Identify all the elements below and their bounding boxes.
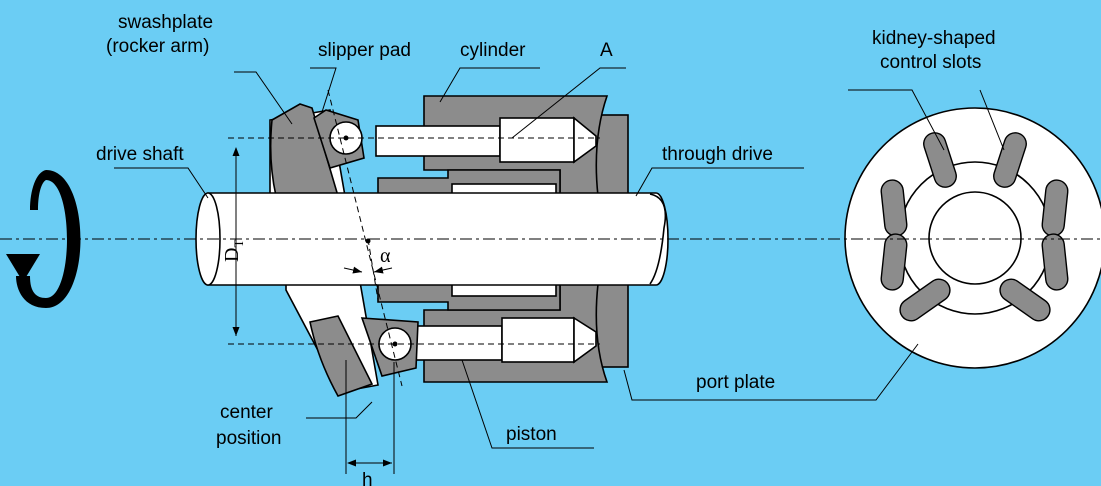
port-plate-front-view: [844, 107, 1101, 369]
leader-center-position: [306, 401, 373, 419]
label-drive-shaft: drive shaft: [96, 144, 184, 165]
piston-top-rod: [375, 125, 501, 157]
kidney-slot: [993, 132, 1027, 188]
ball-center-top: [343, 135, 349, 141]
label-position: position: [216, 428, 282, 449]
kidney-slots: [880, 132, 1069, 322]
ball-center-bottom: [392, 341, 398, 347]
leader-slipper-pad: [310, 67, 337, 113]
leader-port-plate: [623, 343, 919, 401]
leader-swashplate: [234, 71, 293, 125]
angle-vertex: [365, 238, 371, 244]
dashline-swash-axis: [327, 89, 403, 387]
leader-drive-shaft: [114, 167, 209, 199]
leader-kidney-left: [848, 89, 945, 151]
rotation-arrow-tail: [30, 170, 46, 210]
label-center: center: [220, 402, 273, 423]
diameter-label: DT: [221, 240, 246, 262]
stroke-label: h: [362, 470, 373, 486]
kidney-slot: [880, 233, 908, 291]
angle-label: α: [380, 245, 391, 267]
leader-cylinder: [439, 67, 540, 103]
kidney-slot: [999, 278, 1051, 322]
rotation-arrow-head: [6, 254, 40, 282]
rotation-arrow-icon: [6, 170, 81, 308]
label-piston: piston: [506, 424, 557, 445]
piston-top: [313, 109, 597, 169]
label-swashplate: swashplate: [118, 12, 213, 33]
leader-piston: [461, 359, 594, 449]
rotation-arrow-body: [16, 170, 81, 308]
diameter-dimension: DT: [221, 147, 246, 336]
stroke-dimension: h: [345, 360, 395, 486]
angle-dimension: α: [343, 135, 398, 347]
piston-bottom-head: [501, 317, 575, 363]
kidney-slot: [1041, 233, 1069, 291]
leader-kidney-right: [979, 89, 1005, 151]
piston-bottom-rod: [409, 325, 503, 361]
kidney-slot: [923, 132, 957, 188]
label-control-slots: control slots: [880, 52, 981, 73]
piston-top-taper: [573, 116, 597, 164]
angle-arrow-left: [343, 266, 363, 274]
swashplate-shoe-bottom: [309, 315, 374, 397]
piston-bottom: [360, 316, 597, 377]
leader-point-a: [511, 67, 626, 139]
label-slipper-pad: slipper pad: [318, 40, 411, 61]
label-cylinder: cylinder: [460, 40, 526, 61]
labels: swashplate (rocker arm) slipper pad cyli…: [96, 12, 996, 449]
label-port-plate: port plate: [696, 372, 775, 393]
label-through-drive: through drive: [662, 144, 773, 165]
port-plate-bore: [928, 191, 1022, 285]
piston-bottom-taper: [573, 316, 597, 364]
angle-arrow-right: [373, 266, 393, 274]
label-rocker-arm: (rocker arm): [106, 36, 209, 57]
piston-top-head: [499, 117, 575, 163]
drive-shaft-right-cap: [649, 193, 667, 285]
dashline-tilt: [367, 238, 379, 301]
leader-through-drive: [635, 167, 804, 197]
label-kidney-shaped: kidney-shaped: [872, 28, 996, 49]
leader-lines: [114, 67, 1005, 449]
label-point-a: A: [600, 40, 613, 61]
kidney-slot: [899, 278, 951, 322]
